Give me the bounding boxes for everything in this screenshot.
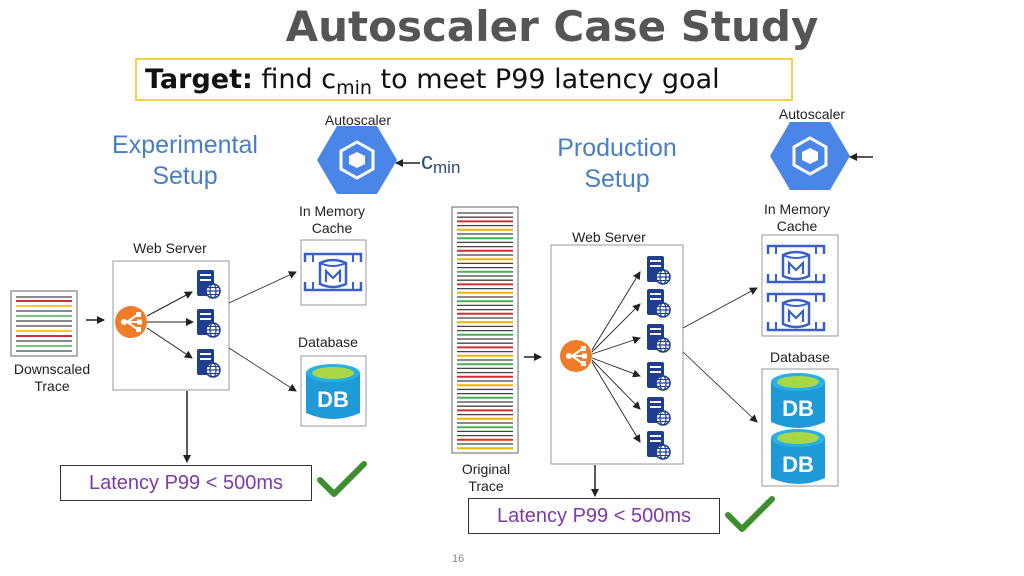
experimental-webserver-label: Web Server — [133, 240, 207, 256]
checkmark-icon — [728, 499, 772, 529]
cmin-label: cmin — [421, 148, 460, 178]
cmin-base: c — [421, 148, 433, 175]
experimental-cache-line2: Cache — [311, 220, 353, 236]
database-icon — [771, 373, 825, 428]
server-icon — [196, 348, 221, 378]
server-icon — [646, 361, 671, 391]
target-text-before: find c — [261, 64, 337, 95]
original-trace-line1: Original — [461, 461, 511, 477]
database-icon — [306, 364, 360, 419]
server-icon — [196, 308, 221, 338]
cache-icon — [766, 292, 826, 332]
server-icon — [646, 430, 671, 460]
server-icon — [646, 288, 671, 318]
production-setup-line1: Production — [557, 134, 677, 162]
production-webserver-label: Web Server — [572, 229, 646, 245]
downscaled-trace-line1: Downscaled — [13, 361, 91, 377]
autoscaler-icon — [768, 120, 852, 192]
target-statement: Target: find cmin to meet P99 latency go… — [135, 58, 793, 101]
target-subscript: min — [336, 77, 372, 99]
production-webserver-box — [550, 244, 684, 465]
experimental-setup-line1: Experimental — [112, 131, 258, 159]
cache-icon — [766, 244, 826, 284]
load-balancer-icon — [114, 305, 148, 339]
database-icon — [771, 429, 825, 484]
experimental-setup-line2: Setup — [152, 162, 218, 190]
server-icon — [646, 255, 671, 285]
slide-title: Autoscaler Case Study — [285, 2, 819, 51]
original-trace-label: Original Trace — [436, 461, 536, 495]
production-cache-box — [761, 234, 839, 337]
page-number: 16 — [452, 553, 465, 565]
production-cache-line1: In Memory — [763, 201, 831, 217]
production-cache-line2: Cache — [776, 218, 818, 234]
production-autoscaler-label: Autoscaler — [778, 106, 846, 122]
original-trace-line2: Trace — [468, 478, 504, 494]
load-balancer-icon — [559, 339, 593, 373]
original-trace-icon — [451, 206, 519, 454]
production-database-box — [761, 368, 839, 487]
experimental-cache-label: In Memory Cache — [272, 203, 392, 237]
experimental-setup-heading: Experimental Setup — [90, 130, 280, 192]
target-text-after: to meet P99 latency goal — [380, 64, 720, 95]
experimental-cache-box — [300, 239, 367, 306]
production-latency-box: Latency P99 < 500ms — [468, 498, 720, 534]
downscaled-trace-icon — [10, 290, 78, 357]
target-label: Target: — [145, 64, 253, 95]
cache-icon — [303, 252, 363, 292]
server-icon — [196, 269, 221, 299]
downscaled-trace-line2: Trace — [34, 378, 70, 394]
experimental-database-box — [300, 355, 367, 427]
checkmark-icon — [320, 464, 364, 494]
experimental-autoscaler-label: Autoscaler — [324, 112, 392, 128]
production-setup-heading: Production Setup — [532, 133, 702, 195]
experimental-cache-line1: In Memory — [298, 203, 366, 219]
experimental-webserver-box — [112, 260, 230, 391]
server-icon — [646, 396, 671, 426]
production-cache-label: In Memory Cache — [737, 201, 857, 235]
downscaled-trace-label: Downscaled Trace — [0, 361, 104, 395]
autoscaler-icon — [315, 124, 399, 196]
experimental-database-label: Database — [298, 334, 358, 350]
experimental-latency-box: Latency P99 < 500ms — [60, 465, 312, 501]
production-setup-line2: Setup — [584, 165, 650, 193]
production-database-label: Database — [770, 349, 830, 365]
cmin-sub: min — [433, 158, 461, 177]
server-icon — [646, 323, 671, 353]
